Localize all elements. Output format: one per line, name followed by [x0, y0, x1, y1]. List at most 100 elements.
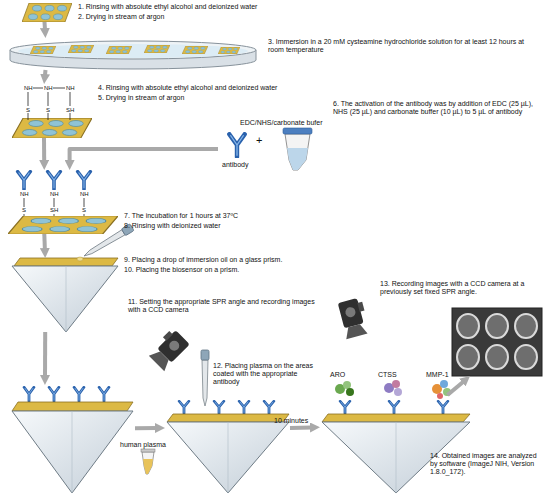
biosensor-slide [14, 258, 118, 266]
tube-cap [141, 449, 155, 452]
chem-label: S [46, 107, 50, 114]
sensor-chip [182, 46, 208, 54]
step-text: EDC/NHS/carbonate bufer [240, 119, 330, 127]
chem-label: NH [66, 85, 75, 92]
step-text: 8. Rinsing with deionized water [124, 222, 354, 230]
antibody [48, 172, 61, 190]
antibody-icon [229, 134, 244, 157]
sensor-chip [106, 46, 132, 54]
chem-label: SH [50, 207, 58, 214]
step-text: 2. Drying in stream of argon [78, 13, 308, 21]
flow-arrow [42, 138, 46, 162]
glass-prism [12, 266, 118, 332]
step-text: MMP-1 [426, 371, 462, 379]
spot-image [457, 345, 479, 369]
ccd-camera [337, 297, 371, 339]
protein-ctss [392, 380, 400, 388]
flow-arrow [290, 426, 312, 430]
flow-arrow [70, 149, 218, 162]
chem-bond [28, 88, 70, 120]
chem-label: S [26, 107, 30, 114]
antibody [49, 387, 59, 401]
chem-label: SH [66, 107, 74, 114]
flow-arrow [135, 426, 157, 430]
antibody-chip: 7. The incubation for 1 hours at 37ºC8. … [8, 170, 118, 234]
antibody [340, 401, 350, 413]
protein-aro [343, 381, 351, 389]
oil-drop [77, 257, 83, 261]
pipette [82, 224, 134, 260]
prism-edge [72, 411, 73, 493]
chip-stage: 1. Rinsing with absolute ethyl alcohol a… [22, 3, 72, 22]
chem-label: NH [24, 85, 33, 92]
biosensor-slide [12, 402, 133, 411]
antibody [438, 401, 448, 413]
step-text: 4. Rinsing with absolute ethyl alcohol a… [98, 84, 328, 92]
antibody [264, 401, 274, 413]
antibody [389, 401, 399, 413]
protein-mmp [437, 393, 443, 399]
spr-image-stage: 14. Obtained images are analyzed by soft… [452, 308, 542, 376]
prism-stage: 9. Placing a drop of immersion oil on a … [10, 258, 120, 332]
step-text: 1. Rinsing with absolute ethyl alcohol a… [78, 3, 308, 11]
antibody [18, 172, 31, 190]
antibody [99, 387, 109, 401]
spot-image [486, 345, 508, 369]
dish-stage: 3. Immersion in a 20 mM cysteamine hydro… [8, 38, 258, 70]
step-text: 10. Placing the biosensor on a prism. [124, 266, 354, 274]
antibody [179, 401, 189, 413]
pipette [201, 350, 209, 406]
protein-ctss [394, 388, 402, 396]
flow-arrow [43, 22, 48, 30]
chem-bond [24, 198, 84, 218]
antibody [74, 387, 84, 401]
flow-arrow [42, 234, 47, 250]
spot-image [457, 314, 479, 338]
step-text: 3. Immersion in a 20 mM cysteamine hydro… [268, 38, 540, 54]
antibody [214, 401, 224, 413]
chem-label: NH [44, 85, 53, 92]
protein-aro [346, 388, 354, 396]
step-text: 9. Placing a drop of immersion oil on a … [124, 256, 354, 264]
step-text: 14. Obtained images are analyzed by soft… [430, 452, 545, 476]
flow-arrow [43, 332, 47, 377]
step-text: ARO [330, 371, 360, 379]
biosensor-slide [322, 414, 470, 422]
step-text: 12. Placing plasma on the areas coated w… [213, 362, 318, 386]
chem-label: S [22, 207, 26, 214]
reagent-group: EDC/NHS/carbonate buferantibody6. The ac… [218, 128, 318, 170]
step-text: 7. The incubation for 1 hours at 37ºC [124, 212, 354, 220]
detection-stage: AROCTSSMMP-113. Recording images with a … [320, 395, 470, 493]
sensor-chip [12, 118, 92, 138]
arrow-label: 10 minutes [274, 417, 308, 425]
step-text: 5. Drying in stream of argon [98, 94, 328, 102]
prism-edge [396, 422, 397, 493]
step-text: 6. The activation of the antibody was by… [333, 100, 545, 116]
spot-image [515, 314, 537, 338]
antibody [78, 172, 91, 190]
ccd-camera [147, 327, 191, 371]
prism-edge [228, 422, 229, 493]
spot-image [515, 345, 537, 369]
arrow-label: human plasma [120, 441, 166, 449]
plasma-tube [142, 452, 154, 474]
spr-image [452, 308, 542, 376]
sensor-chip [144, 45, 170, 53]
sensor-chip [218, 47, 240, 54]
step-text: CTSS [378, 371, 408, 379]
chem-label: S [82, 207, 86, 214]
flow-arrow [448, 381, 464, 395]
step-text: antibody [222, 161, 262, 169]
chem-label: NH [50, 191, 59, 198]
antibody [24, 387, 34, 401]
dish-rim [10, 41, 256, 59]
chip-stage: 4. Rinsing with absolute ethyl alcohol a… [12, 84, 92, 138]
prism-stage: 12. Placing plasma on the areas coated w… [165, 400, 290, 493]
chem-label: NH [80, 191, 89, 198]
protein-mmp [440, 380, 448, 388]
plasma-liquid [143, 459, 153, 474]
tube-cap [283, 128, 312, 134]
chem-label: NH [20, 191, 29, 198]
tube-liquid [287, 148, 308, 170]
